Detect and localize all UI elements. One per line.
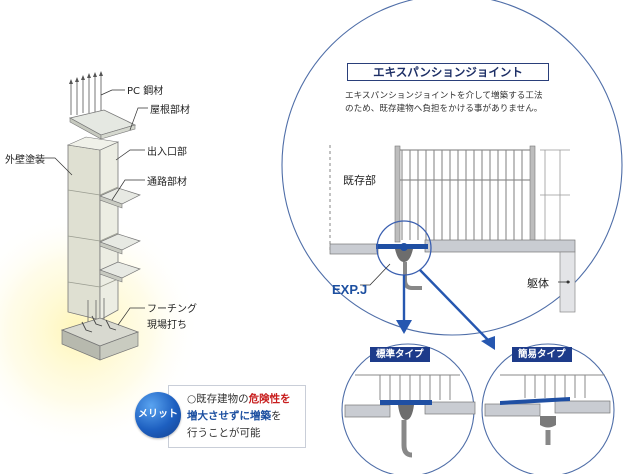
merit-line1-emph: 危険性を (248, 393, 291, 405)
label-exterior: 外壁塗装 (5, 155, 45, 166)
label-passage: 通路部材 (147, 177, 187, 188)
label-entrance: 出入口部 (147, 147, 187, 158)
passage-slabs (99, 187, 141, 279)
merit-line3: 行うことが可能 (187, 427, 261, 439)
merit-line2: 増大させずに増築を (187, 408, 305, 425)
label-footing: フーチング (147, 304, 197, 315)
badge-standard-type: 標準タイプ (370, 347, 430, 362)
simple-type-circle (481, 343, 615, 474)
merit-box: ○既存建物の危険性を 増大させずに増築を 行うことが可能 (168, 385, 306, 448)
column-front (67, 144, 101, 321)
detail-desc-line2: のため、既存建物へ負担をかける事がありません。 (345, 104, 543, 114)
merit-line2-emph: 増大させずに増築 (187, 410, 271, 422)
label-pc-steel: PC 鋼材 (127, 86, 164, 97)
new-slab (424, 239, 576, 253)
detail-description: エキスパンションジョイントを介して増築する工法 のため、既存建物へ負担をかける事… (345, 90, 543, 116)
label-expj: EXP.J (332, 282, 368, 297)
label-cast-in-place: 現場打ち (147, 320, 187, 331)
merit-line1-prefix: ○既存建物の (187, 393, 249, 405)
detail-desc-line1: エキスパンションジョイントを介して増築する工法 (345, 91, 543, 101)
badge-simple-type: 簡易タイプ (512, 347, 572, 362)
existing-slab (329, 243, 379, 255)
label-body: 躯体 (527, 277, 549, 290)
column-structure (32, 71, 148, 361)
label-roof: 屋根部材 (150, 105, 190, 116)
standard-type-circle (341, 343, 476, 474)
detail-circle (281, 0, 623, 350)
detail-title: エキスパンションジョイント (347, 63, 549, 81)
column-side (99, 141, 119, 321)
merit-badge-icon: メリット (135, 392, 181, 438)
arrow-to-simple (419, 269, 489, 341)
merit-line2-suffix: を (271, 410, 282, 422)
label-existing: 既存部 (343, 174, 376, 187)
merit-line1: ○既存建物の危険性を (187, 391, 305, 408)
